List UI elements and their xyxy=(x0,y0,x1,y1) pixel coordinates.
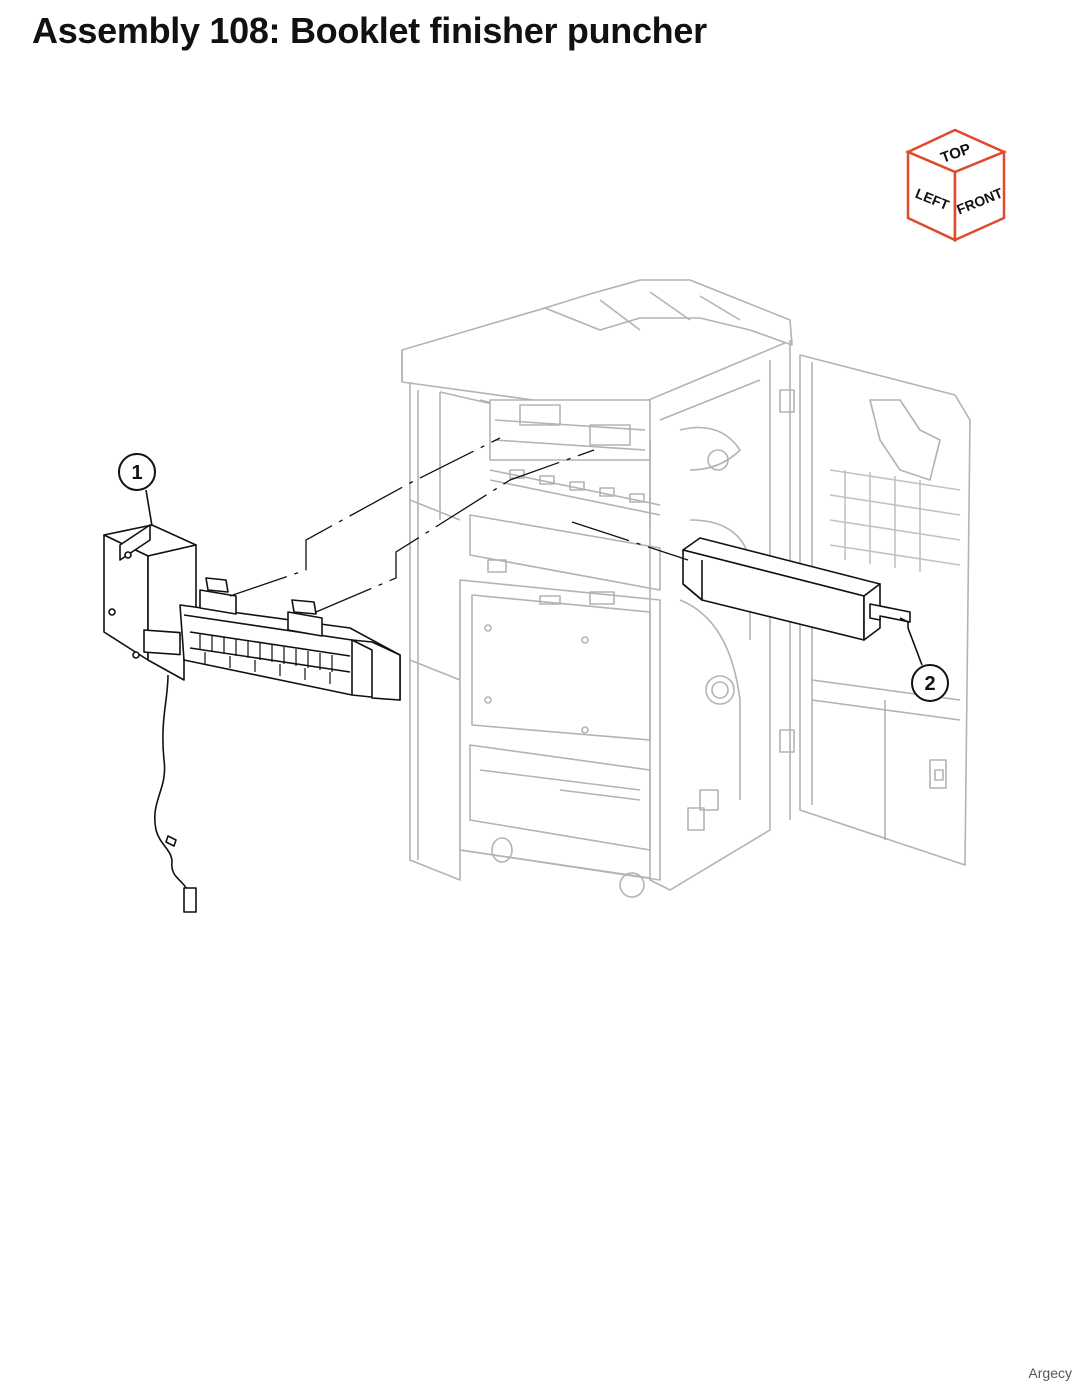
tray-guide-part xyxy=(682,537,911,641)
callout-1: 1 xyxy=(118,453,156,527)
leader-lines xyxy=(229,437,689,613)
puncher-unit-part xyxy=(103,524,401,913)
callout-1-number: 1 xyxy=(131,462,142,484)
callout-2-number: 2 xyxy=(924,673,935,695)
page-title: Assembly 108: Booklet finisher puncher xyxy=(32,10,707,51)
callout-2: 2 xyxy=(907,627,949,702)
orientation-cube-icon: TOP LEFT FRONT xyxy=(904,128,1008,242)
watermark: Argecy xyxy=(1028,1365,1072,1381)
finisher-ghost-outline xyxy=(401,279,971,898)
